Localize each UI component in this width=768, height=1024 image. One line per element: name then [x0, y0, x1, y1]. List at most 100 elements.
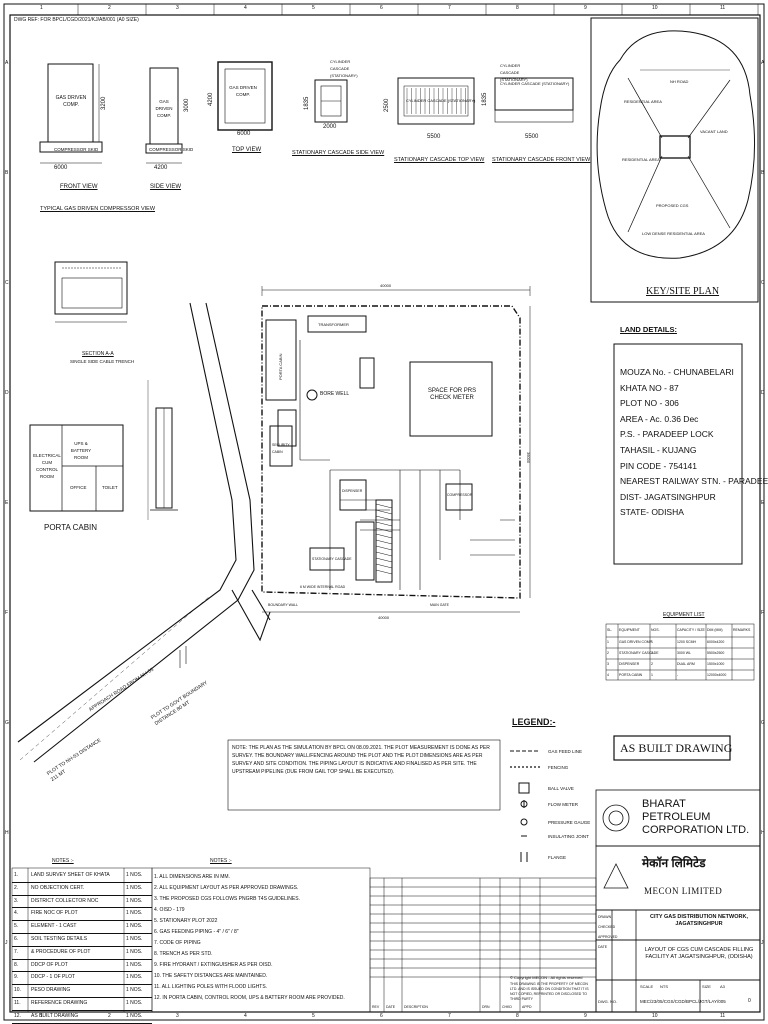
- legend-item: PRESSURE GAUGE: [548, 820, 591, 825]
- site-compressor-label: COMPRESSOR: [447, 493, 473, 497]
- porta-cabin-title: PORTA CABIN: [44, 523, 98, 532]
- general-notes-title: NOTES :-: [210, 858, 232, 864]
- comp-front-skid-label: COMPRESSOR SKID: [54, 147, 99, 152]
- equipment-cell: 2: [607, 651, 609, 655]
- comp-side-dim: 4200: [154, 165, 168, 171]
- left-table-qty: 1 NOS.: [126, 884, 143, 891]
- tb-date: DATE: [598, 945, 608, 949]
- trench-subtitle: SINGLE SIDE CABLE TRENCH: [70, 359, 135, 364]
- bore-well-label: BORE WELL: [320, 391, 350, 397]
- cascade-front-dim-w: 5500: [525, 134, 539, 140]
- comp-side-skid-label: COMPRESSOR SKID: [149, 147, 194, 152]
- border-row-left: H: [5, 830, 9, 836]
- land-details-title: LAND DETAILS:: [620, 325, 677, 334]
- border-row-left: J: [5, 940, 8, 946]
- equipment-header: NOS.: [651, 628, 660, 632]
- security-label: SECURITY CABIN: [272, 443, 290, 454]
- border-row-right: J: [761, 940, 764, 946]
- border-col-top: 10: [652, 5, 658, 11]
- left-table-sl: 11.: [14, 999, 21, 1006]
- tb-drawn: DRAWN: [598, 915, 612, 919]
- general-note-line: 6. GAS FEEDING PIPING - 4" / 6" / 8": [154, 929, 239, 935]
- transformer-label: TRANSFORMER: [318, 322, 349, 327]
- equipment-cell: 1: [607, 640, 609, 644]
- equipment-header: EQUIPMENT: [619, 628, 640, 632]
- legend-title: LEGEND:-: [512, 717, 556, 727]
- key-plan-res-area-2: RESIDENTIAL AREA: [622, 157, 660, 162]
- legend-item: FENCING: [548, 765, 569, 770]
- border-col-top: 6: [380, 5, 383, 11]
- general-note-line: 4. OISD - 179: [154, 907, 185, 913]
- mecon-name: MECON LIMITED: [644, 886, 723, 896]
- equipment-header: DIM (MM): [707, 628, 723, 632]
- cascade-top-dim-w: 5500: [427, 134, 441, 140]
- equipment-table-title: EQUIPMENT LIST: [663, 612, 705, 618]
- equipment-cell: 2: [651, 662, 653, 666]
- mecon-hindi: मेकॉन लिमिटेड: [642, 856, 706, 870]
- site-layout: [261, 286, 531, 613]
- left-table-qty: 1 NOS.: [126, 872, 143, 878]
- left-table-desc: NO OBJECTION CERT.: [31, 884, 85, 891]
- key-plan-proposed-cgs: PROPOSED CGS: [656, 203, 689, 208]
- as-built-frame: [613, 735, 731, 761]
- left-table-desc: ELEMENT - 1 CAST: [31, 923, 77, 930]
- cascade-front-note: CYLINDER CASCADE (STATIONARY): [500, 63, 528, 82]
- border-col-top: 4: [244, 5, 247, 11]
- left-table-sl: 12.: [14, 1012, 21, 1019]
- prs-space-label: SPACE FOR PRS CHECK METER: [427, 388, 477, 401]
- compressor-top-view: [217, 61, 273, 131]
- equipment-header: SL.: [607, 628, 613, 632]
- general-note-line: 8. TRENCH AS PER STD.: [154, 951, 213, 957]
- left-table-title: NOTES :-: [52, 858, 74, 864]
- left-table-desc: FIRE NOC OF PLOT: [31, 910, 78, 917]
- site-road-note: 6 M WIDE INTERNAL ROAD: [300, 585, 346, 589]
- key-plan-res-area-1: RESIDENTIAL AREA: [624, 99, 662, 104]
- left-table-qty: 1 NOS.: [126, 1012, 143, 1019]
- left-table-desc: LAND SURVEY SHEET OF KHATA: [31, 872, 110, 878]
- border-col-top: 7: [448, 5, 451, 11]
- left-table-row: 2.NO OBJECTION CERT.1 NOS.: [12, 883, 152, 896]
- left-table-desc: DDCP - 1 OF PLOT: [31, 974, 76, 981]
- general-note-line: 9. FIRE HYDRANT / EXTINGUISHER AS PER OI…: [154, 962, 273, 968]
- border-col-top: 8: [516, 5, 519, 11]
- land-detail-line: TAHASIL - KUJANG: [620, 444, 697, 455]
- border-col-top: 3: [176, 5, 179, 11]
- border-col-top: 11: [720, 5, 726, 11]
- revision-header: DATE: [386, 1005, 396, 1009]
- cascade-side-view: [314, 79, 348, 123]
- border-row-right: B: [761, 170, 765, 176]
- cable-trench-section: [54, 261, 128, 323]
- cascade-side-title: STATIONARY CASCADE SIDE VIEW: [292, 150, 385, 156]
- border-col-bottom: 11: [720, 1013, 726, 1019]
- comp-top-view-title: TOP VIEW: [232, 147, 262, 153]
- equipment-cell: 1: [651, 640, 653, 644]
- compressor-side-view: [145, 67, 183, 164]
- border-row-right: F: [761, 610, 765, 616]
- left-table-sl: 8.: [14, 961, 19, 968]
- tb-scale-val: NTS: [660, 984, 668, 989]
- tb-dwg-label: DWG. NO.: [598, 999, 618, 1004]
- revision-header: DRN: [482, 1005, 490, 1009]
- border-row-left: A: [5, 60, 9, 66]
- site-ticks: [179, 646, 187, 668]
- legend-symbols: [510, 750, 540, 862]
- comp-front-height-dim: 3200: [101, 96, 107, 110]
- key-plan-title: KEY/SITE PLAN: [646, 286, 720, 297]
- cascade-top-label: CYLINDER CASCADE (STATIONARY): [406, 98, 476, 103]
- land-detail-line: AREA - Ac. 0.36 Dec: [620, 413, 699, 424]
- project-name: CITY GAS DISTRIBUTION NETWORK, JAGATSING…: [650, 914, 748, 927]
- left-table-qty: 1 NOS.: [126, 999, 143, 1006]
- left-table-sl: 7.: [14, 948, 19, 955]
- comp-top-dim: 6000: [237, 131, 251, 137]
- left-table-sl: 3.: [14, 897, 19, 904]
- land-detail-line: NEAREST RAILWAY STN. - PARADEEP: [620, 476, 768, 487]
- left-table-desc: SOIL TESTING DETAILS: [31, 935, 88, 942]
- equipment-cell: 1: [651, 651, 653, 655]
- border-col-bottom: 7: [448, 1013, 451, 1019]
